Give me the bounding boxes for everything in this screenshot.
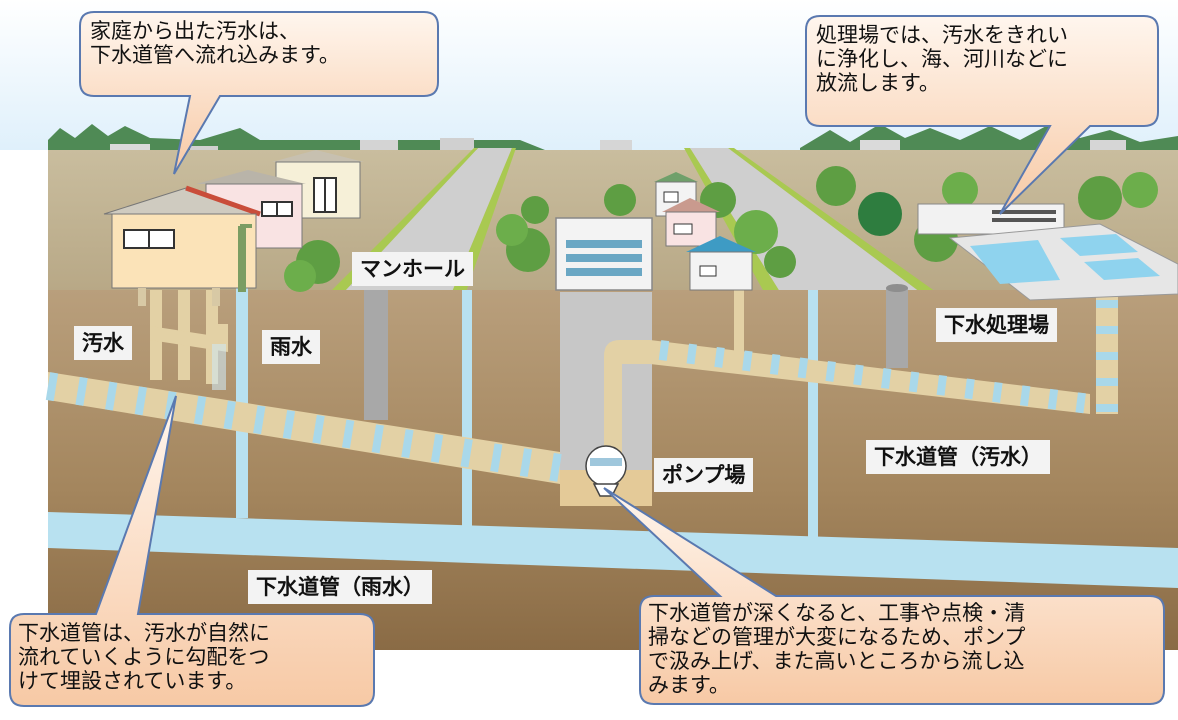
callout-gradient-bubble (9, 395, 375, 707)
rain-pipe-road (462, 290, 472, 526)
pump (585, 445, 627, 497)
road-right-edge (684, 148, 780, 292)
label-sewer-pipe-rain: 下水道管（雨水） (248, 570, 432, 605)
rain-pipe-road2 (808, 290, 818, 545)
road-right (690, 148, 920, 292)
callout-gradient-text: 下水道管は、汚水が自然に 流れていくように勾配をつ けて埋設されています。 (18, 621, 270, 694)
manhole-shaft-left (364, 290, 388, 420)
label-rainwater: 雨水 (262, 330, 320, 365)
label-treatment-plant: 下水処理場 (936, 308, 1057, 343)
pump-station-building (555, 217, 653, 506)
callout-household-bubble (79, 11, 439, 175)
callout-pump-line-1: 下水道管が深くなると、工事や点検・清 (648, 601, 1026, 625)
callout-treatment-bubble (805, 15, 1159, 215)
label-manhole: マンホール (352, 252, 473, 287)
callout-pump-line-3: で汲み上げ、また高いところから流し込 (648, 648, 1025, 673)
treatment-plant (917, 203, 1178, 301)
callout-gradient-line-3: けて埋設されています。 (18, 668, 247, 693)
rain-pipe-main (48, 512, 1178, 588)
callout-household-line-1: 家庭から出た汚水は、 (90, 19, 300, 43)
callout-treatment-line-1: 処理場では、汚水をきれい (816, 23, 1068, 47)
rain-pipe-house (236, 230, 248, 518)
label-sewage: 汚水 (74, 326, 132, 361)
callout-treatment-text: 処理場では、汚水をきれい に浄化し、海、河川などに 放流します。 (816, 23, 1068, 96)
callout-household-text: 家庭から出た汚水は、 下水道管へ流れ込みます。 (90, 19, 340, 68)
callout-pump-line-4: みます。 (648, 672, 730, 697)
callout-gradient-line-1: 下水道管は、汚水が自然に (18, 621, 270, 645)
callout-treatment-line-3: 放流します。 (816, 70, 940, 95)
callout-pump-line-2: 掃などの管理が大変になるため、ポンプ (648, 624, 1026, 649)
road-right-edge2 (728, 148, 936, 292)
callout-household-line-2: 下水道管へ流れ込みます。 (90, 42, 340, 67)
callout-pump-bubble (603, 487, 1165, 705)
label-pump-station: ポンプ場 (654, 458, 754, 493)
manhole-shaft-right (886, 288, 908, 368)
callout-treatment-line-2: に浄化し、海、河川などに (816, 46, 1068, 71)
callout-pump-text: 下水道管が深くなると、工事や点検・清 掃などの管理が大変になるため、ポンプ で汲… (648, 601, 1026, 698)
houses (103, 150, 756, 306)
callout-gradient-line-2: 流れていくように勾配をつ (18, 644, 270, 669)
label-sewer-pipe-sewage: 下水道管（汚水） (866, 440, 1050, 475)
